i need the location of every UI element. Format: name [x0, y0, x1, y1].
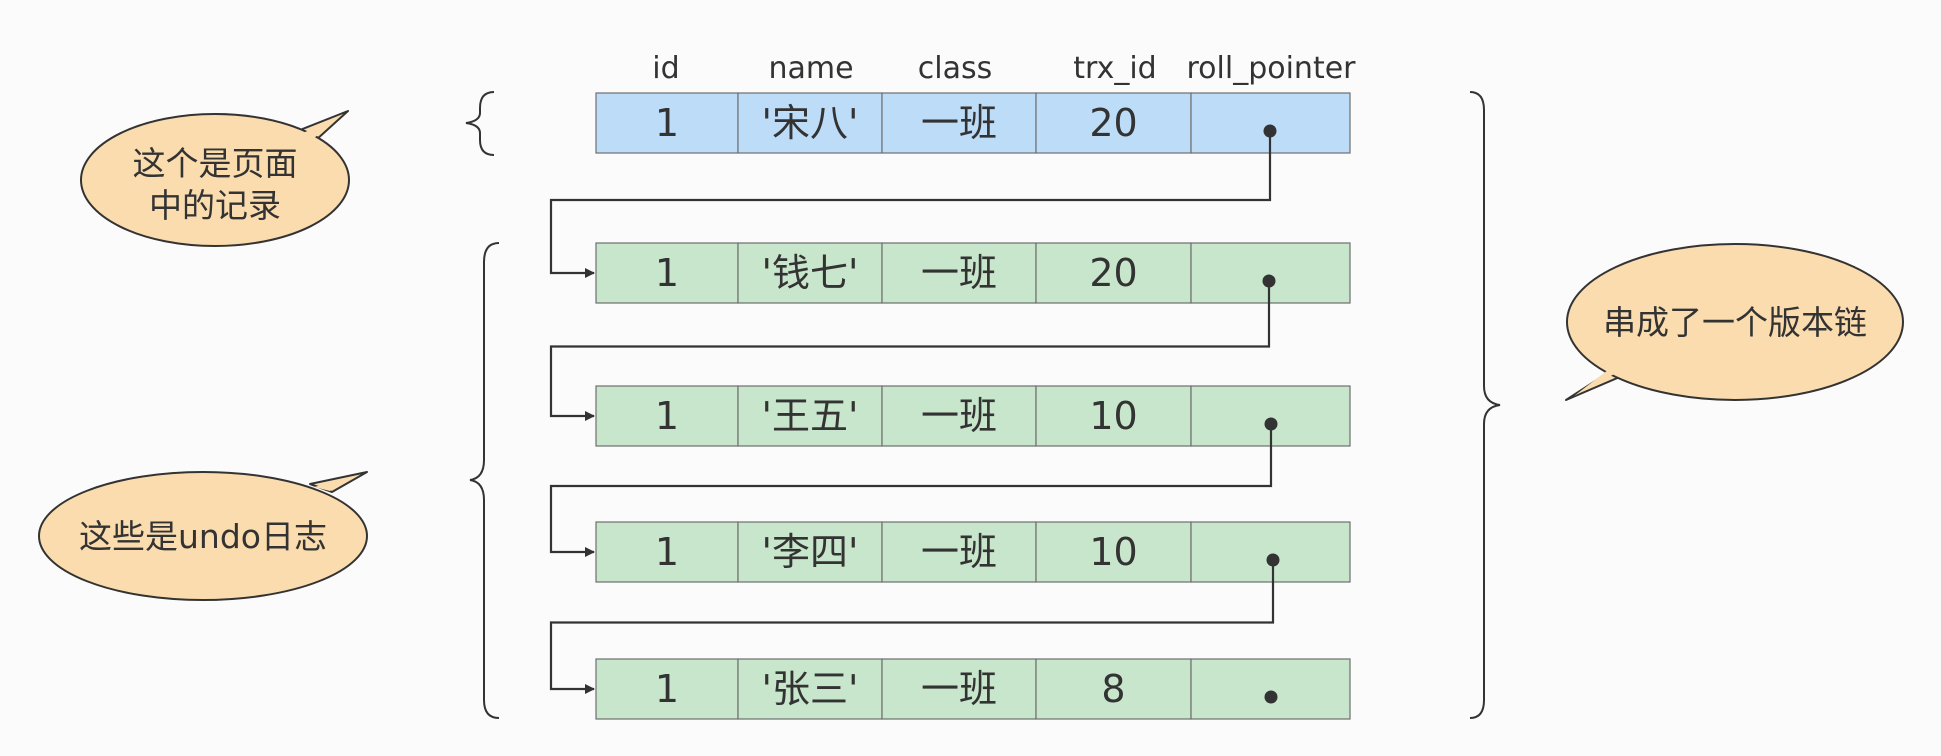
version-chain-brace [1469, 91, 1501, 719]
cell-text-trx-id: 20 [1089, 101, 1137, 145]
roll-pointer-arrow [549, 281, 1271, 421]
column-header-id: id [652, 51, 679, 86]
cell-text-trx-id: 10 [1089, 394, 1137, 438]
cell-text-name: '张三' [762, 667, 859, 711]
callout-page-record: 这个是页面 中的记录 [80, 110, 350, 247]
callout-undo-log-text: 这些是undo日志 [79, 517, 327, 556]
undo-log-row: 1 '张三' 一班 8 [595, 658, 1351, 720]
callout-version-chain: 串成了一个版本链 [1565, 243, 1904, 401]
cell-text-class: 一班 [921, 667, 997, 711]
page-record-row: 1 '宋八' 一班 20 [595, 92, 1351, 154]
column-header-name: name [768, 51, 853, 86]
undo-log-row: 1 '李四' 一班 10 [595, 521, 1351, 583]
callout-undo-log: 这些是undo日志 [38, 471, 368, 601]
callout-page-record-line2: 中的记录 [149, 186, 281, 225]
cell-text-trx-id: 10 [1089, 530, 1137, 574]
cell-trx-id [1035, 385, 1192, 447]
cell-roll-pointer [1190, 658, 1351, 720]
column-header-trx-id: trx_id [1073, 51, 1156, 86]
cell-text-class: 一班 [921, 530, 997, 574]
cell-name [737, 521, 883, 583]
cell-text-trx-id: 8 [1101, 667, 1125, 711]
cell-roll-pointer [1190, 242, 1351, 304]
cell-text-trx-id: 20 [1089, 251, 1137, 295]
page-record-brace [465, 91, 495, 156]
roll-pointer-arrow [549, 131, 1272, 278]
undo-log-row: 1 '钱七' 一班 20 [595, 242, 1351, 304]
record-rows: 1 '宋八' 一班 20 1 '钱七' 一班 20 1 '王五' 一班 10 1 '李四' 一班 10 1 '张三… [595, 92, 1351, 720]
cell-class [881, 242, 1037, 304]
cell-trx-id [1035, 242, 1192, 304]
column-headers: id name class trx_id roll_pointer [652, 51, 1356, 86]
cell-class [881, 92, 1037, 154]
cell-text-class: 一班 [921, 101, 997, 145]
cell-name [737, 92, 883, 154]
cell-text-id: 1 [655, 667, 679, 711]
column-header-class: class [918, 51, 992, 86]
cell-text-name: '宋八' [762, 101, 859, 145]
roll-pointer-arrow [549, 424, 1273, 557]
cell-name [737, 242, 883, 304]
cell-text-class: 一班 [921, 251, 997, 295]
cell-text-id: 1 [655, 530, 679, 574]
cell-class [881, 521, 1037, 583]
cell-id [595, 521, 739, 583]
cell-trx-id [1035, 658, 1192, 720]
cell-trx-id [1035, 521, 1192, 583]
callout-version-chain-text: 串成了一个版本链 [1603, 303, 1867, 342]
roll-pointer-arrow [549, 560, 1275, 694]
cell-text-name: '李四' [762, 530, 859, 574]
cell-roll-pointer [1190, 521, 1351, 583]
column-header-roll-pointer: roll_pointer [1187, 51, 1357, 86]
undo-log-row: 1 '王五' 一班 10 [595, 385, 1351, 447]
cell-trx-id [1035, 92, 1192, 154]
roll-pointer-dot [1264, 690, 1278, 704]
cell-text-class: 一班 [921, 394, 997, 438]
cell-name [737, 658, 883, 720]
cell-name [737, 385, 883, 447]
cell-text-id: 1 [655, 394, 679, 438]
cell-class [881, 658, 1037, 720]
cell-text-id: 1 [655, 101, 679, 145]
cell-text-id: 1 [655, 251, 679, 295]
cell-id [595, 92, 739, 154]
cell-text-name: '王五' [762, 394, 859, 438]
cell-id [595, 658, 739, 720]
callout-page-record-line1: 这个是页面 [133, 144, 298, 183]
cell-id [595, 242, 739, 304]
cell-class [881, 385, 1037, 447]
roll-pointer-links [549, 131, 1275, 694]
cell-text-name: '钱七' [762, 251, 859, 295]
undo-log-brace [469, 242, 500, 719]
